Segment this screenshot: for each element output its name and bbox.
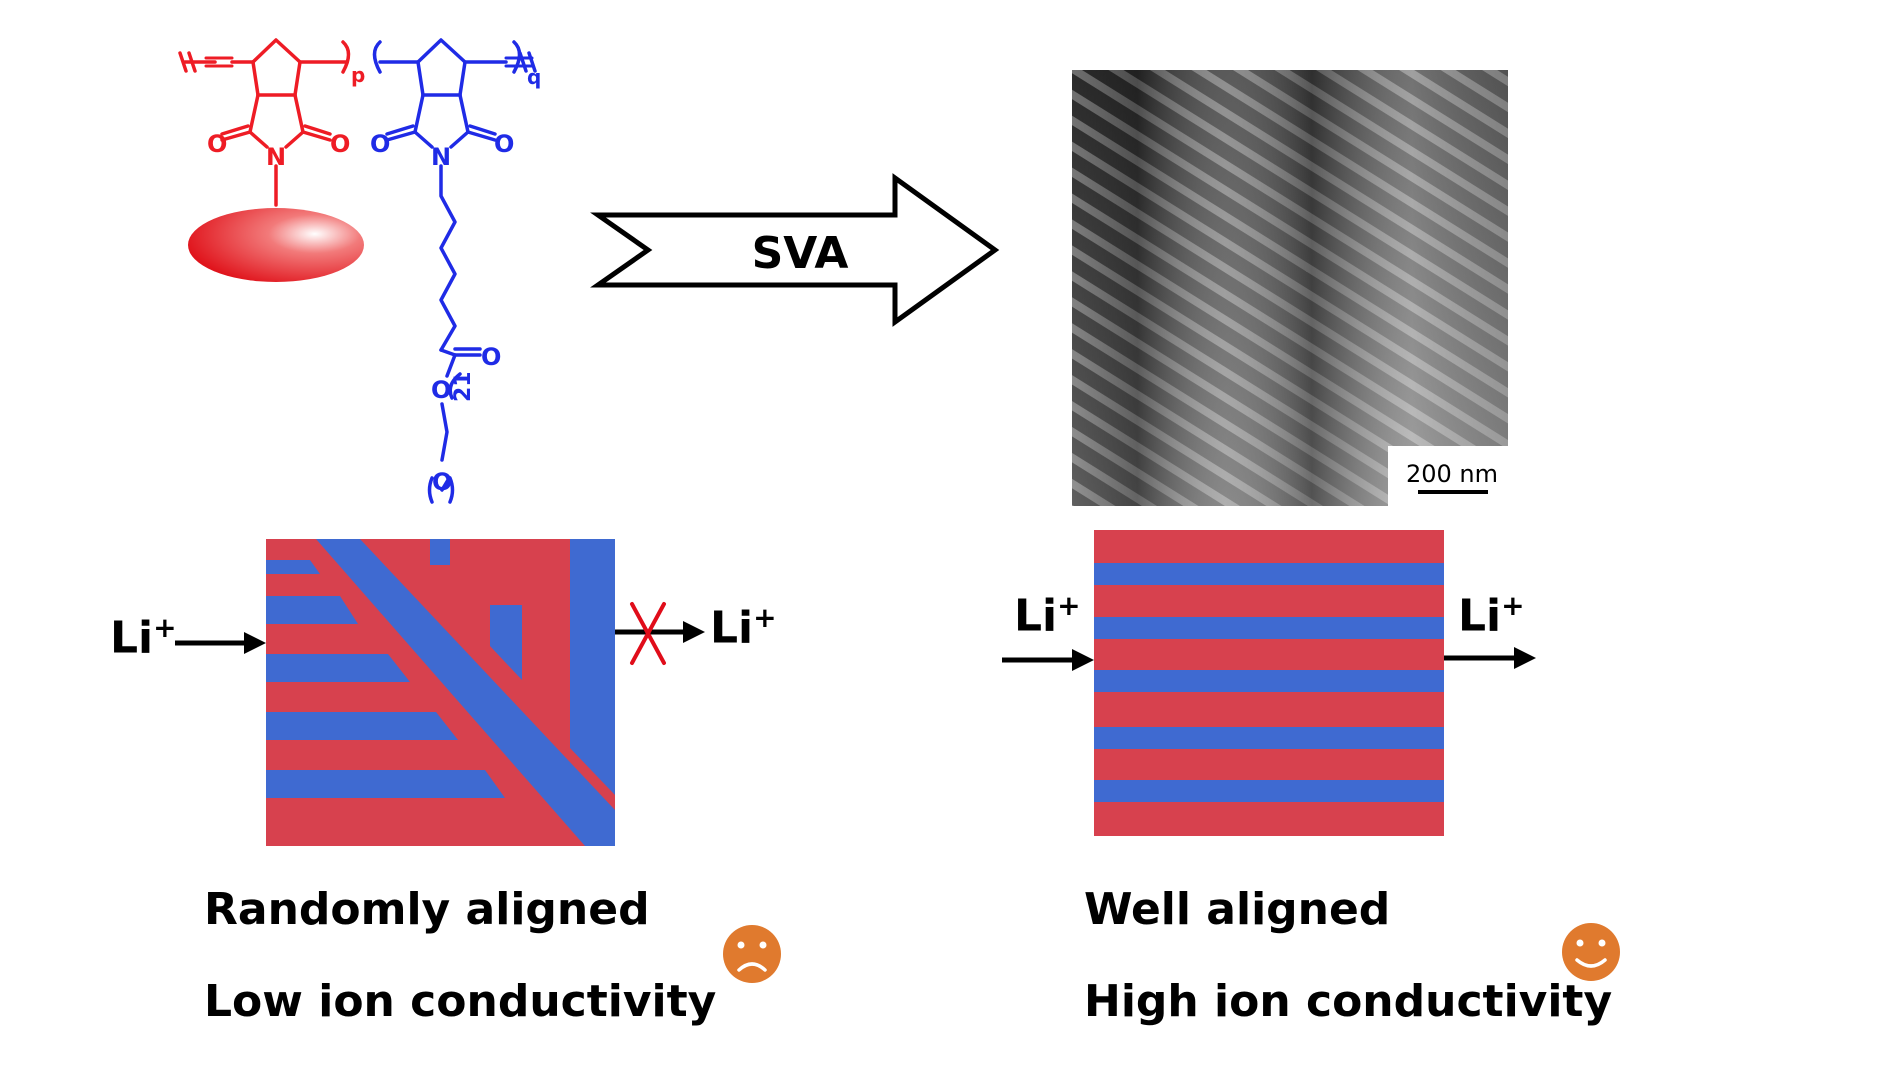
atom-o-label: O xyxy=(494,130,514,158)
right-caption-line1: Well aligned xyxy=(1084,884,1391,935)
blue-stripe xyxy=(266,712,458,740)
blue-stripe xyxy=(266,654,410,682)
tem-micrograph: 200 nm xyxy=(1072,70,1508,506)
left-caption-line1: Randomly aligned xyxy=(204,884,650,935)
red-atom-labels: O N O p xyxy=(207,63,365,171)
blue-stripe xyxy=(490,605,522,680)
ion-symbol: Li xyxy=(110,612,154,664)
ion-charge: + xyxy=(753,601,777,634)
blue-stripe xyxy=(1094,780,1444,802)
subscript-p-label: p xyxy=(351,63,365,87)
blue-stripe xyxy=(570,539,615,795)
atom-o-label: O xyxy=(370,130,390,158)
left-ion-in-label: Li+ xyxy=(110,611,177,664)
sad-face-icon xyxy=(723,925,781,983)
atom-n-label: N xyxy=(266,143,286,171)
subscript-q-label: q xyxy=(527,65,541,89)
random-lamellae-block xyxy=(266,539,615,846)
red-monomer xyxy=(178,38,351,207)
left-ion-out-label: Li+ xyxy=(710,601,777,654)
left-caption-line2: Low ion conductivity xyxy=(204,976,717,1027)
right-ion-out-label: Li+ xyxy=(1458,589,1525,642)
atom-o-label: O xyxy=(431,376,451,404)
blue-atom-labels: O N O O O O q 21 xyxy=(370,65,541,496)
ion-charge: + xyxy=(1057,589,1081,622)
ion-charge: + xyxy=(153,611,177,644)
block-copolymer-structure: O N O p xyxy=(178,38,541,504)
atom-o-label: O xyxy=(330,130,350,158)
scale-bar-label: 200 nm xyxy=(1406,460,1498,488)
side-group-ellipse xyxy=(188,208,364,282)
blue-stripe xyxy=(266,596,358,624)
scale-bar xyxy=(1418,490,1488,494)
right-ion-flow xyxy=(1002,647,1536,671)
blue-stripe xyxy=(430,539,450,565)
ion-symbol: Li xyxy=(710,602,754,654)
ion-symbol: Li xyxy=(1014,590,1058,642)
right-caption-line2: High ion conductivity xyxy=(1084,976,1613,1027)
sva-process-arrow: SVA xyxy=(590,173,1000,327)
ion-charge: + xyxy=(1501,589,1525,622)
blue-stripe xyxy=(266,770,505,798)
right-ion-in-label: Li+ xyxy=(1014,589,1081,642)
aligned-lamellae-block xyxy=(1094,530,1444,836)
blue-stripe xyxy=(266,560,320,574)
left-ion-flow xyxy=(175,602,705,665)
blue-stripe xyxy=(1094,670,1444,692)
atom-o-label: O xyxy=(481,343,501,371)
ion-symbol: Li xyxy=(1458,590,1502,642)
repeat-count-label: 21 xyxy=(451,371,476,402)
atom-n-label: N xyxy=(431,143,451,171)
diagonal-blue-stripe xyxy=(316,539,615,846)
atom-o-label: O xyxy=(432,468,452,496)
blue-stripe xyxy=(1094,727,1444,749)
happy-face-icon xyxy=(1562,923,1620,981)
scale-bar-background xyxy=(1388,446,1508,506)
blue-stripe xyxy=(1094,563,1444,585)
sva-label: SVA xyxy=(752,228,849,279)
blue-monomer xyxy=(372,38,537,504)
atom-o-label: O xyxy=(207,130,227,158)
blue-stripe xyxy=(1094,617,1444,639)
blocked-cross-icon xyxy=(630,602,666,665)
